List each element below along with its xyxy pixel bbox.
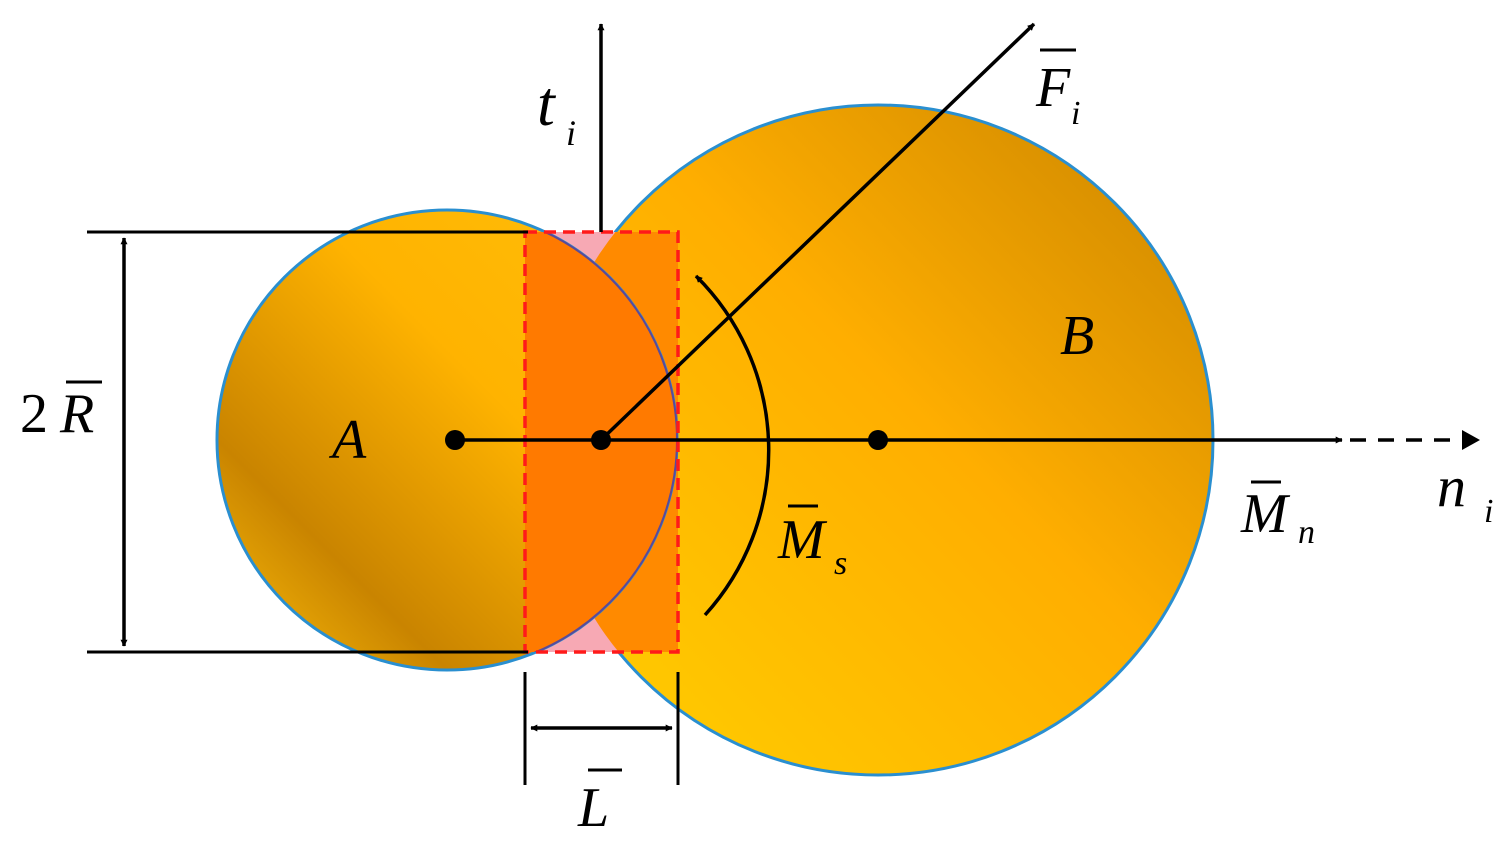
tangent-axis-main: t (537, 68, 557, 139)
normal-axis-extension-head (1462, 430, 1480, 450)
particle-a-label: A (328, 409, 367, 471)
force-vector (599, 22, 1036, 442)
force-sub: i (1071, 95, 1080, 132)
particle-b-label: B (1060, 305, 1094, 367)
diameter-label: 2 R (20, 380, 102, 445)
twisting-moment-label: M n (1240, 480, 1315, 551)
tangent-axis-label: t i (537, 68, 576, 153)
force-main: F (1035, 57, 1071, 119)
force-label: F i (1035, 48, 1080, 132)
bond-length-label: L (577, 768, 622, 839)
diameter-main: R (59, 383, 94, 445)
particle-a-center (445, 430, 465, 450)
length-main: L (577, 777, 609, 839)
bending-moment-sub: s (834, 545, 847, 582)
normal-axis-sub: i (1484, 493, 1493, 530)
normal-axis-label: n i (1437, 454, 1493, 530)
tangent-axis-sub: i (566, 113, 576, 153)
twisting-moment-sub: n (1298, 514, 1315, 551)
diameter-prefix: 2 (20, 383, 48, 445)
bending-moment-main: M (777, 509, 828, 571)
bending-moment-arc (694, 274, 771, 617)
bending-moment-label: M s (777, 504, 847, 582)
twisting-moment-main: M (1240, 483, 1291, 545)
bond-center (591, 430, 611, 450)
particle-b-center (868, 430, 888, 450)
normal-axis-main: n (1437, 454, 1466, 519)
